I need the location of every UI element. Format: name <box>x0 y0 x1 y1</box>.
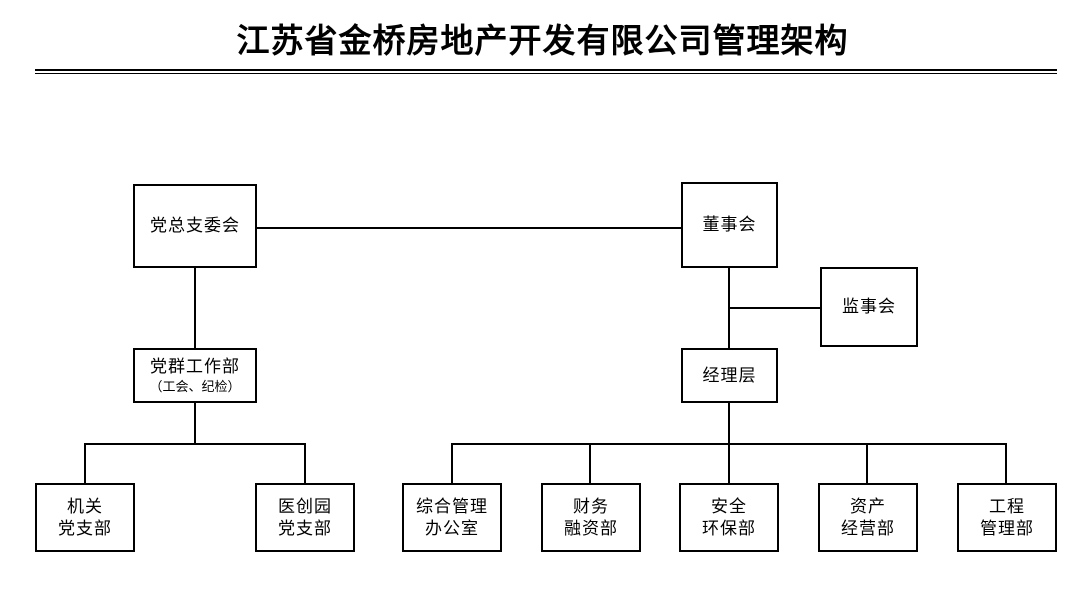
connector-drop-organ-branch <box>84 443 86 483</box>
node-general-admin-office[interactable]: 综合管理 办公室 <box>402 483 502 552</box>
node-board-of-supervisors[interactable]: 监事会 <box>820 267 918 347</box>
node-label-line2: 经营部 <box>841 518 895 538</box>
node-finance-department[interactable]: 财务 融资部 <box>541 483 641 552</box>
node-party-work-department[interactable]: 党群工作部 （工会、纪检） <box>133 348 257 403</box>
node-label-line2: 党支部 <box>278 518 332 538</box>
title-divider-lower <box>35 73 1057 74</box>
node-label: 经理层 <box>702 365 757 385</box>
node-label: 工程 <box>989 496 1025 516</box>
node-label: 资产 <box>850 496 886 516</box>
node-label-line2: 管理部 <box>980 518 1034 538</box>
node-label-line2: 环保部 <box>702 518 756 538</box>
node-organ-party-branch[interactable]: 机关 党支部 <box>35 483 135 552</box>
connector-party-to-board <box>255 227 683 229</box>
node-engineering-management-department[interactable]: 工程 管理部 <box>957 483 1057 552</box>
node-label: 党总支委会 <box>150 216 240 235</box>
node-management-layer[interactable]: 经理层 <box>681 348 778 403</box>
connector-management-drop <box>728 401 730 445</box>
connector-drop-finance <box>589 443 591 483</box>
node-label: 董事会 <box>702 215 757 234</box>
node-label: 监事会 <box>842 297 896 316</box>
node-board-of-directors[interactable]: 董事会 <box>681 182 778 268</box>
page-title: 江苏省金桥房地产开发有限公司管理架构 <box>236 24 849 60</box>
node-safety-environment-department[interactable]: 安全 环保部 <box>679 483 779 552</box>
title-divider-upper <box>35 69 1057 71</box>
connector-drop-engineering <box>1005 443 1007 483</box>
connector-drop-general-admin <box>451 443 453 483</box>
connector-drop-asset <box>866 443 868 483</box>
node-label-line2: 融资部 <box>564 518 618 538</box>
node-label: 党群工作部 <box>150 356 240 376</box>
node-label: 机关 <box>67 496 103 516</box>
node-label-line2: 党支部 <box>58 518 112 538</box>
node-yichuangyuan-party-branch[interactable]: 医创园 党支部 <box>255 483 355 552</box>
node-label: 财务 <box>573 496 609 516</box>
connector-drop-safety <box>728 443 730 483</box>
connector-party-bus <box>84 443 306 445</box>
node-label: 综合管理 <box>416 496 488 516</box>
node-label: 安全 <box>711 496 747 516</box>
node-asset-operation-department[interactable]: 资产 经营部 <box>818 483 918 552</box>
node-label: 医创园 <box>278 496 332 516</box>
connector-party-work-drop <box>194 401 196 445</box>
connector-board-to-supervisors <box>728 307 822 309</box>
node-label-line2: 办公室 <box>425 518 479 538</box>
connector-drop-yichuangyuan <box>304 443 306 483</box>
node-party-committee[interactable]: 党总支委会 <box>133 184 257 268</box>
node-sublabel: （工会、纪检） <box>149 378 241 394</box>
connector-party-spine <box>194 266 196 350</box>
